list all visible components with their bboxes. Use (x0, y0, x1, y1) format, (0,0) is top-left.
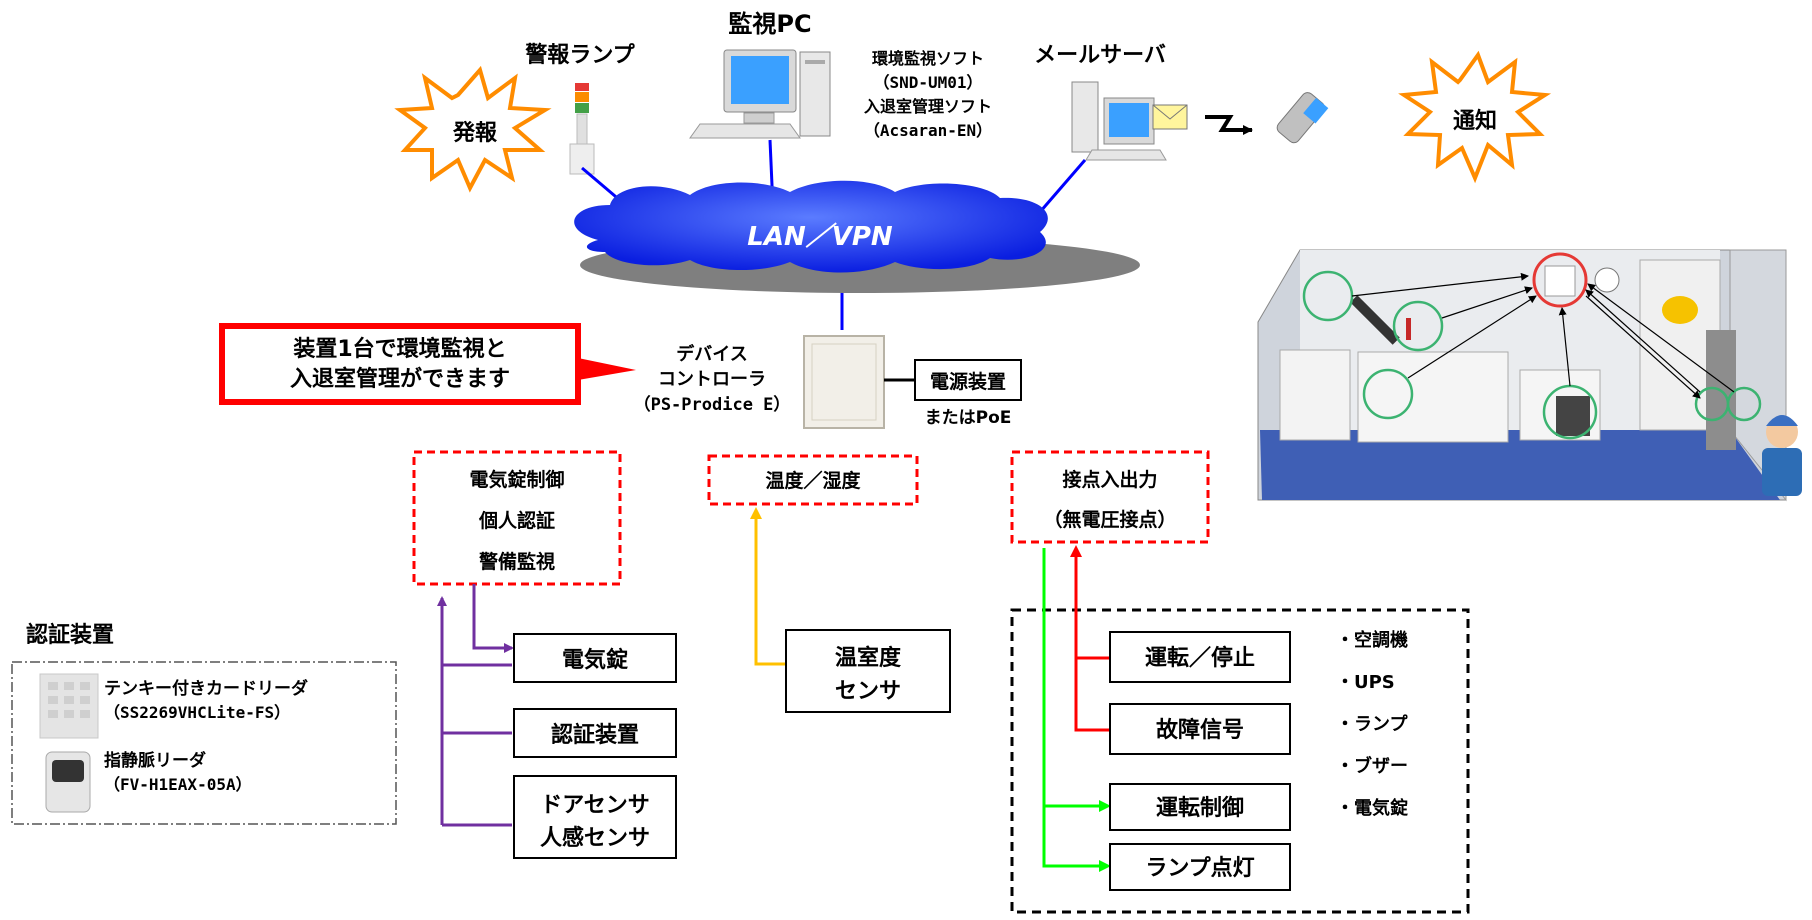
temp-sensor-line: センサ (835, 679, 901, 704)
send-arrow-icon (1205, 115, 1253, 135)
envelope-icon (1152, 104, 1188, 130)
target-item: ・ブザー (1336, 755, 1408, 777)
notify-burst: 通知 (1398, 50, 1552, 184)
contact-lamp-on-box: ランプ点灯 (1109, 843, 1291, 891)
mail-server-label: メールサーバ (1034, 43, 1166, 68)
software-text: 環境監視ソフト （SND-UM01） 入退室管理ソフト （Acsaran-EN） (864, 49, 992, 140)
lan-vpn-label: LAN／VPN (747, 222, 893, 252)
contact-run-stop-box: 運転／停止 (1109, 631, 1291, 683)
keypad-reader-icon (39, 673, 99, 739)
lamp-on-label: ランプ点灯 (1145, 855, 1254, 881)
alarm-burst: 発報 (394, 65, 552, 193)
monitoring-pc-label: 監視PC (728, 10, 811, 38)
device-door-box: ドアセンサ 人感センサ (513, 775, 677, 859)
controller-line: デバイス (676, 343, 747, 365)
group-contact-line: （無電圧接点） (1043, 508, 1176, 531)
group-left-line: 個人認証 (478, 509, 555, 532)
auth-item-model: （SS2269VHCLite-FS） (104, 703, 290, 722)
mobile-phone-icon (1276, 92, 1329, 144)
software-line: （SND-UM01） (873, 73, 982, 92)
finger-vein-reader-icon (45, 751, 91, 813)
controller-line: （PS-Prodice E） (634, 394, 791, 415)
callout-line: 装置1台で環境監視と (293, 336, 506, 362)
controller-text: デバイス コントローラ （PS-Prodice E） (634, 343, 791, 415)
notify-burst-text: 通知 (1453, 108, 1497, 134)
controller-line: コントローラ (658, 369, 766, 390)
room-floor (1260, 430, 1780, 500)
group-contact: 接点入出力 （無電圧接点） (1010, 450, 1210, 544)
device-lock-box: 電気錠 (513, 633, 677, 683)
lan-vpn-cloud: LAN／VPN (574, 180, 1140, 293)
warning-lamp-icon (569, 83, 595, 175)
contact-fault-box: 故障信号 (1109, 703, 1291, 755)
warning-lamp-label: 警報ランプ (524, 42, 635, 68)
power-box-label: 電源装置 (930, 370, 1006, 393)
group-temp: 温度／湿度 (707, 454, 919, 506)
fault-label: 故障信号 (1156, 717, 1244, 743)
run-stop-label: 運転／停止 (1145, 645, 1255, 671)
worker-figure (1762, 415, 1802, 496)
group-contact-line: 接点入出力 (1062, 468, 1157, 491)
group-left-line: 電気錠制御 (469, 468, 564, 491)
auth-panel-frame (11, 661, 397, 825)
contact-dashed-frame (1010, 608, 1470, 914)
software-line: 環境監視ソフト (872, 49, 984, 68)
device-lock-label: 電気錠 (562, 647, 628, 673)
auth-item-name: テンキー付きカードリーダ (104, 678, 308, 699)
software-line: 入退室管理ソフト (864, 97, 992, 116)
run-control-label: 運転制御 (1156, 795, 1244, 821)
device-controller-icon (803, 335, 885, 429)
target-item: ・UPS (1336, 672, 1395, 693)
power-box: 電源装置 (914, 359, 1022, 401)
target-item: ・電気錠 (1336, 797, 1408, 819)
power-sub-label: またはPoE (925, 408, 1012, 428)
group-temp-label: 温度／湿度 (765, 469, 861, 492)
device-temp-sensor-box: 温室度 センサ (785, 629, 951, 713)
group-left: 電気錠制御 個人認証 警備監視 (412, 450, 622, 586)
device-auth-label: 認証装置 (551, 722, 639, 748)
software-line: （Acsaran-EN） (864, 121, 992, 140)
target-item: ・ランプ (1336, 713, 1408, 735)
temp-sensor-line: 温室度 (835, 645, 902, 671)
auth-item-name: 指静脈リーダ (104, 750, 206, 771)
target-list: ・空調機 ・UPS ・ランプ ・ブザー ・電気錠 (1336, 629, 1408, 819)
contact-run-control-box: 運転制御 (1109, 783, 1291, 831)
callout-box: 装置1台で環境監視と 入退室管理ができます (219, 323, 636, 405)
auth-panel-title: 認証装置 (26, 622, 114, 648)
alarm-burst-text: 発報 (452, 120, 498, 146)
device-auth-box: 認証装置 (513, 708, 677, 758)
group-left-line: 警備監視 (479, 550, 555, 573)
mail-server-icon (1071, 81, 1167, 161)
callout-line: 入退室管理ができます (290, 366, 510, 392)
device-door-line: 人感センサ (540, 825, 650, 851)
auth-item-model: （FV-H1EAX-05A） (104, 775, 252, 794)
target-item: ・空調機 (1336, 629, 1408, 651)
server-room-illustration (1257, 249, 1802, 502)
device-door-line: ドアセンサ (540, 793, 650, 818)
monitoring-pc-icon (689, 49, 831, 139)
